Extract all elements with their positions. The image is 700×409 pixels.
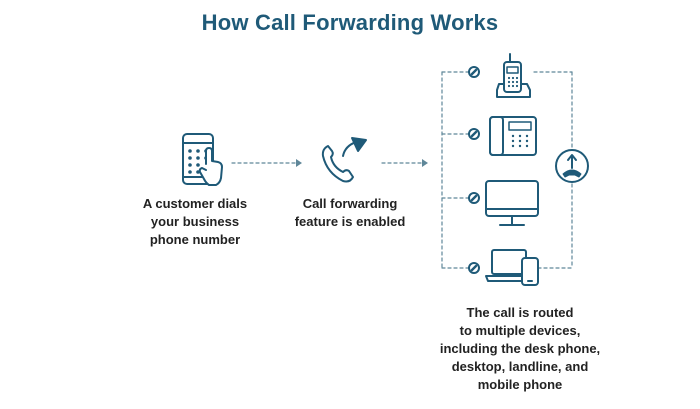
caption-line: The call is routed [466,305,574,320]
laptop-mobile-icon [485,249,539,286]
caption-line: feature is enabled [294,214,406,229]
caption-line: phone number [149,232,241,247]
forwarding-phone-icon [321,137,367,183]
forward-call-icon [555,149,589,183]
cordless-phone-icon [496,53,531,98]
step-customer-caption: A customer dials your business phone num… [120,195,270,249]
caption-line: Call forwarding [302,196,398,211]
caption-line: mobile phone [477,377,563,392]
caption-line: including the desk phone, [439,341,601,356]
step-routed-caption: The call is routed to multiple devices, … [400,304,640,394]
badge-icon [468,128,480,140]
caption-line: your business [150,214,240,229]
badge-icon [468,66,480,78]
desktop-monitor-icon [485,180,539,226]
device-badges [468,66,480,274]
step-feature-caption: Call forwarding feature is enabled [275,195,425,231]
caption-line: to multiple devices, [459,323,581,338]
desk-phone-icon [489,116,537,156]
page-title: How Call Forwarding Works [201,10,499,35]
caption-line: A customer dials [142,196,248,211]
smartphone-dialpad-icon [182,133,223,186]
badge-icon [468,262,480,274]
caption-line: desktop, landline, and [451,359,589,374]
routing-lines [441,71,573,269]
badge-icon [468,192,480,204]
